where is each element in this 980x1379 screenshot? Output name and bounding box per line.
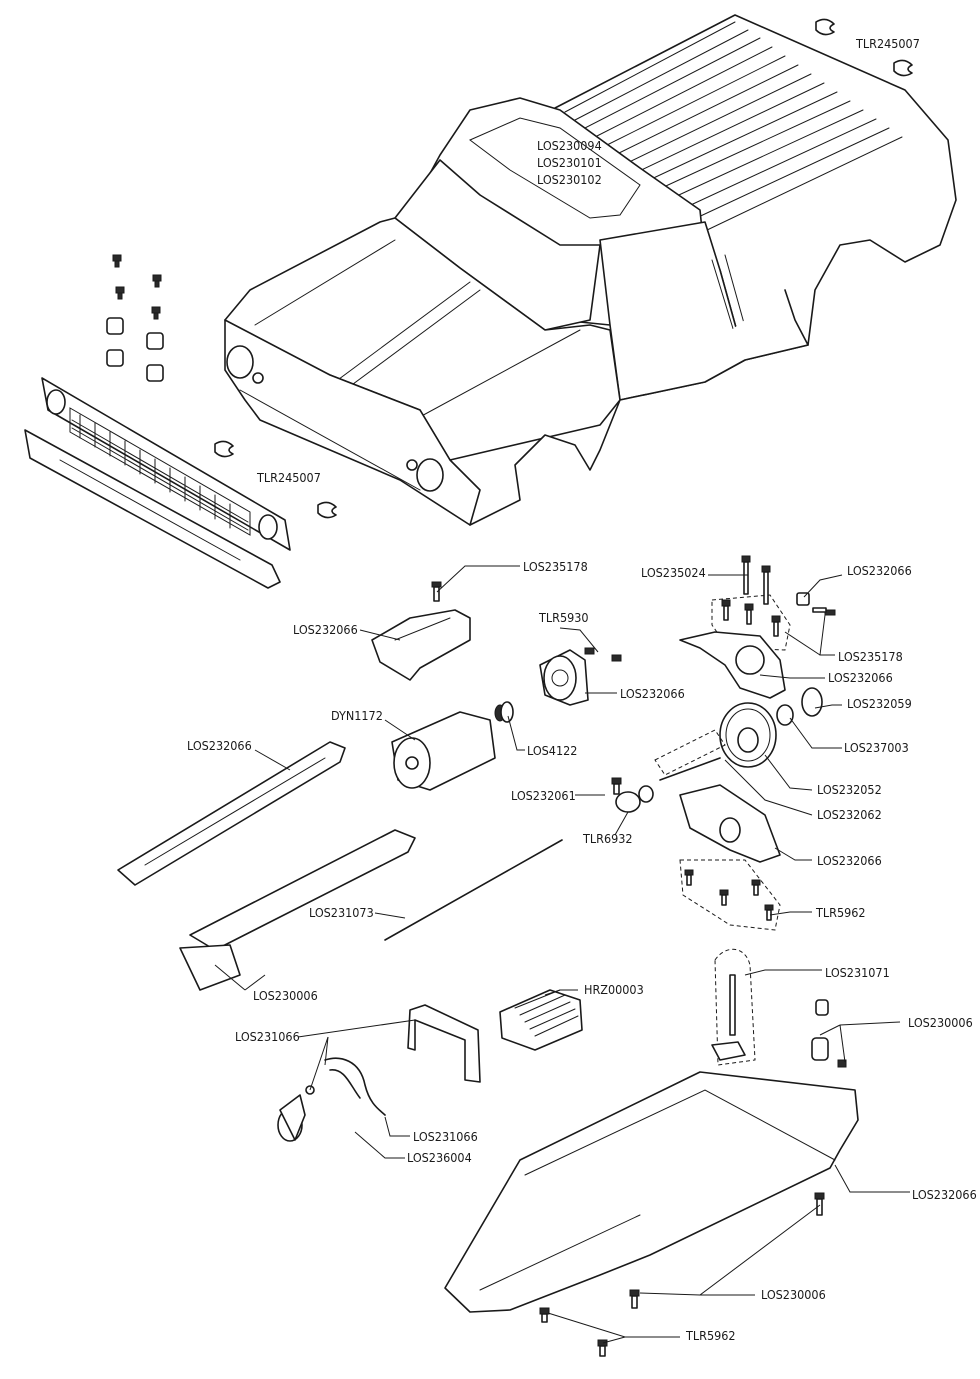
label-los230101: LOS230101 (537, 155, 602, 170)
label-los4122: LOS4122 (527, 743, 577, 758)
chassis-icon (444, 1071, 859, 1313)
label-los231073: LOS231073 (309, 905, 374, 920)
gearbox-screw-icon (721, 555, 836, 637)
label-los231066-servo: LOS231066 (413, 1129, 478, 1144)
truck-body (224, 14, 957, 526)
drive-shaft-short-icon (654, 729, 726, 781)
label-los235178-left: LOS235178 (523, 559, 588, 574)
screw-set-icon (112, 254, 162, 320)
label-los232066-brace: LOS232066 (187, 738, 252, 753)
leader-lines (214, 562, 910, 1344)
label-los232066-chassis: LOS232066 (912, 1187, 977, 1202)
label-los230006-bottom: LOS230006 (761, 1287, 826, 1302)
label-los232059: LOS232059 (847, 696, 912, 711)
servo-saver-icon (277, 1057, 386, 1142)
motor-cover-icon (371, 609, 471, 681)
body-spacer-icon (106, 317, 164, 382)
grille-icon (41, 377, 291, 551)
label-hrz00003: HRZ00003 (584, 982, 644, 997)
case-screw-icon (684, 869, 774, 921)
bell-crank-icon (811, 999, 847, 1068)
post-icon (711, 974, 746, 1061)
lower-brace-icon (179, 829, 416, 991)
label-los232066-topright: LOS232066 (847, 563, 912, 578)
label-tlr5962-bottom: TLR5962 (685, 1328, 736, 1343)
label-tlr245007-top: TLR245007 (855, 36, 920, 51)
motor-icon (391, 701, 514, 791)
label-los230102: LOS230102 (537, 172, 602, 187)
screw-icon (431, 581, 442, 602)
gear-case-bottom-icon (679, 784, 781, 863)
label-tlr5930: TLR5930 (538, 610, 589, 625)
label-los231066-mount: LOS231066 (235, 1029, 300, 1044)
label-los235178-right: LOS235178 (838, 649, 903, 664)
pinion-gear-icon (776, 687, 823, 726)
label-los230006-right: LOS230006 (908, 1015, 973, 1030)
label-tlr245007-grille: TLR245007 (256, 470, 321, 485)
chassis-screw-icon (539, 1192, 825, 1357)
servo-mount-icon (407, 1004, 481, 1083)
label-los232066-lowercase: LOS232066 (817, 853, 882, 868)
label-los230006-left: LOS230006 (253, 988, 318, 1003)
label-tlr5962-mid: TLR5962 (815, 905, 866, 920)
label-los232062: LOS232062 (817, 807, 882, 822)
body-clip-icon (214, 18, 913, 519)
label-los230094: LOS230094 (537, 138, 602, 153)
motor-plate-icon (539, 647, 622, 706)
center-drive-shaft-icon (384, 839, 563, 941)
label-dyn1172: DYN1172 (331, 708, 383, 723)
label-los236004: LOS236004 (407, 1150, 472, 1165)
coupler-icon (611, 777, 654, 813)
chassis-brace-icon (117, 741, 346, 886)
label-los237003: LOS237003 (844, 740, 909, 755)
label-tlr6932: TLR6932 (582, 831, 633, 846)
esc-icon (499, 989, 583, 1051)
label-los235024: LOS235024 (641, 565, 706, 580)
label-los232061: LOS232061 (511, 788, 576, 803)
label-los232066-cover: LOS232066 (293, 622, 358, 637)
label-los232066-plate: LOS232066 (620, 686, 685, 701)
label-los232066-gearcase: LOS232066 (828, 670, 893, 685)
spur-gear-icon (719, 702, 777, 768)
label-los231071: LOS231071 (825, 965, 890, 980)
label-los232052: LOS232052 (817, 782, 882, 797)
gear-case-top-icon (679, 631, 786, 699)
bumper-icon (24, 429, 281, 589)
